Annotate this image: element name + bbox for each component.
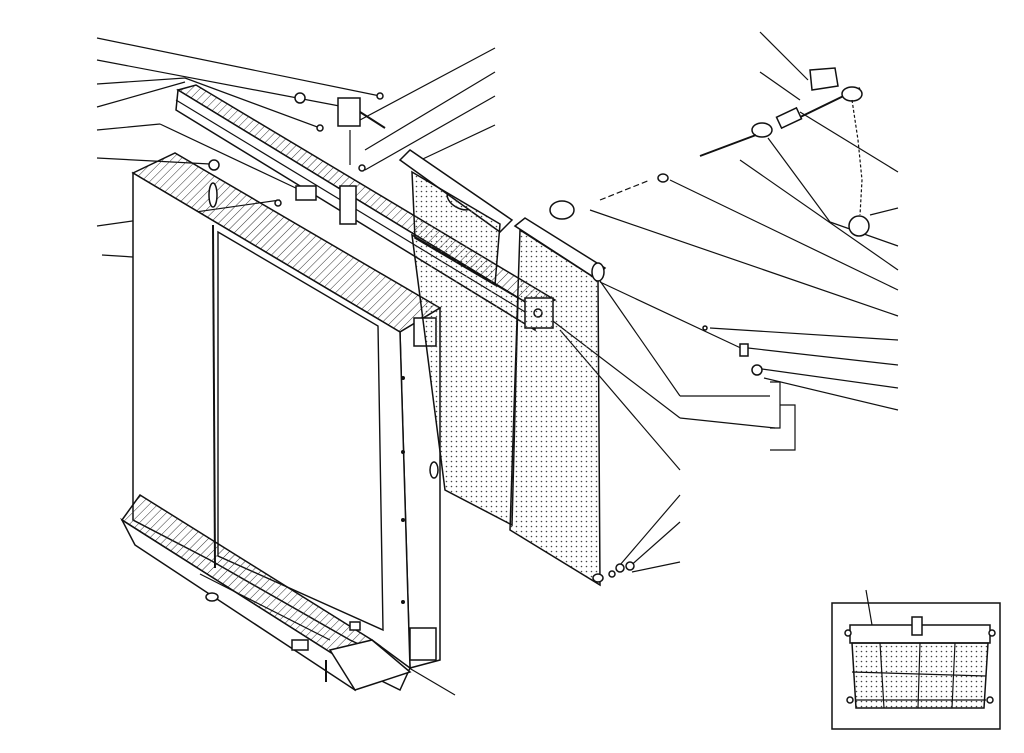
fasteners-bottom: [291, 561, 635, 682]
pull-chain: [848, 99, 870, 237]
detail-inset: [831, 589, 1001, 730]
tension-rod: [205, 182, 219, 602]
roller-blind-right: [509, 217, 607, 587]
top-bracket-assembly: [208, 92, 386, 207]
group-bracket: [770, 381, 796, 451]
roller-blind-left: [398, 149, 519, 527]
leader-lines-top: [359, 31, 809, 171]
crank-handle-assembly: [549, 67, 863, 376]
